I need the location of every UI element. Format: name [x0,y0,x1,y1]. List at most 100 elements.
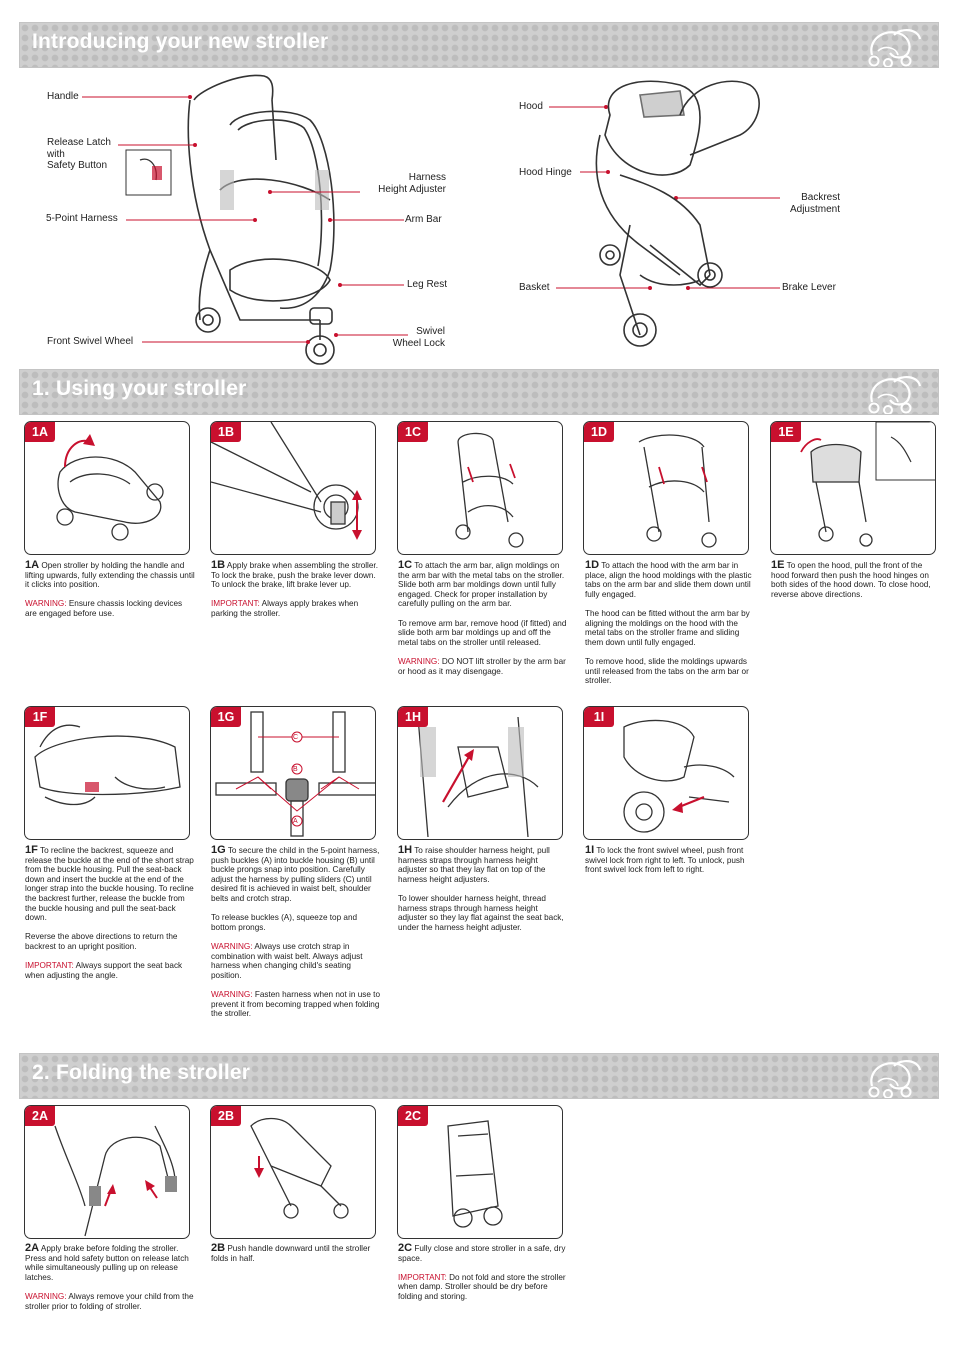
step-2a-text: 2A Apply brake before folding the stroll… [25,1242,194,1311]
hood-open-illustration [800,422,935,547]
step-tag-1d: 1D [584,422,614,442]
step-1f-desc: To recline the backrest, squeeze and rel… [25,846,194,923]
arm-bar-illustration [455,432,524,548]
step-tag-2c: 2C [398,1106,428,1126]
step-1c-desc: To attach the arm bar, align moldings on… [398,561,565,609]
panel-1i: 1I [583,706,749,840]
release-latch-illustration [54,1125,177,1237]
label-hood-hinge: Hood Hinge [519,167,572,178]
step-1h-desc: To raise shoulder harness height, pull h… [398,846,550,884]
label-release-latch: Release Latch with Safety Button [47,137,111,171]
label-hood: Hood [519,101,543,112]
step-2a-warning: Always remove your child from the stroll… [25,1291,194,1311]
folding-title: 2. Folding the stroller [32,1061,251,1084]
step-1d-text: 1D To attach the hood with the arm bar i… [585,560,755,695]
step-1b-desc: Apply brake when assembling the stroller… [211,561,378,590]
panel-1d: 1D [583,421,749,555]
step-1d-alt: The hood can be fitted without the arm b… [585,608,750,647]
using-banner: 1. Using your stroller [19,369,939,415]
step-tag-1c: 1C [398,422,428,442]
step-2a-desc: Apply brake before folding the stroller.… [25,1244,189,1282]
step-1f-reverse: Reverse the above directions to return t… [25,932,178,951]
step-1g-text: 1G To secure the child in the 5-point ha… [211,844,380,1019]
intro-leader-lines [82,95,780,344]
step-1b-text: 1B Apply brake when assembling the strol… [211,559,378,618]
step-2c-important: Do not fold and store the stroller when … [398,1272,566,1301]
step-tag-1h: 1H [398,707,428,727]
step-1a-text: 1A Open stroller by holding the handle a… [25,559,195,618]
label-basket: Basket [519,282,550,293]
step-1a-desc: Open stroller by holding the handle and … [25,561,195,590]
step-2b-desc: Push handle downward until the stroller … [211,1244,371,1263]
step-1f-important: Always support the seat back when adjust… [25,961,183,980]
step-1c-text: 1C To attach the arm bar, align moldings… [398,559,567,676]
callout-b: B [293,766,298,773]
step-tag-1b: 1B [211,422,241,442]
step-1e-text: 1E To open the hood, pull the front of t… [771,559,931,599]
panel-1b: 1B [210,421,376,555]
label-backrest-adjustment: Backrest Adjustment [789,192,840,215]
panel-1c: 1C [397,421,563,555]
step-1g-warning-2: Fasten harness when not in use to preven… [211,989,380,1019]
step-2c-desc: Fully close and store stroller in a safe… [398,1244,566,1263]
step-tag-2b: 2B [211,1106,241,1126]
open-stroller-illustration [56,434,164,541]
label-brake-lever: Brake Lever [782,282,836,293]
panel-2b: 2B [210,1105,376,1239]
intro-title: Introducing your new stroller [32,30,329,53]
intro-banner: Introducing your new stroller [19,22,939,68]
step-1a-warning: Ensure chassis locking devices are engag… [25,599,183,618]
panel-1a: 1A [24,421,190,555]
label-handle: Handle [47,91,79,102]
step-1g-desc: To secure the child in the 5-point harne… [211,846,380,903]
step-tag-2a: 2A [25,1106,55,1126]
step-tag-1f: 1F [25,707,55,727]
step-1i-text: 1I To lock the front swivel wheel, push … [585,844,745,875]
step-tag-1g: 1G [211,707,241,727]
step-1c-remove: To remove arm bar, remove hood (if fitte… [398,618,567,647]
brand-logo-icon [868,1059,922,1098]
brand-logo-icon [868,375,922,414]
label-leg-rest: Leg Rest [407,279,448,290]
hood-attach-illustration [638,434,717,548]
harness-buckle-illustration [215,711,375,837]
using-title: 1. Using your stroller [32,377,247,400]
step-1g-release: To release buckles (A), squeeze top and … [211,913,358,932]
step-1d-remove: To remove hood, slide the moldings upwar… [585,656,749,686]
stroller-front-illustration [187,74,335,365]
step-1c-warning: DO NOT lift stroller by the arm bar or h… [398,656,566,676]
step-2b-text: 2B Push handle downward until the stroll… [211,1242,371,1263]
panel-1h: 1H [397,706,563,840]
fold-push-illustration [250,1117,349,1219]
step-1f-text: 1F To recline the backrest, squeeze and … [25,844,194,980]
label-harness-height: Harness Height Adjuster [378,172,446,195]
swivel-lock-illustration [623,719,735,833]
callout-a: A [293,818,298,825]
step-2c-text: 2C Fully close and store stroller in a s… [398,1242,566,1301]
stroller-side-illustration [595,80,760,347]
step-1i-desc: To lock the front swivel wheel, push fro… [585,846,745,875]
step-1d-desc: To attach the hood with the arm bar in p… [585,561,752,599]
recline-buckle-illustration [34,724,181,806]
callout-c: C [293,734,299,741]
step-tag-1e: 1E [771,422,801,442]
brake-lever-illustration [211,422,362,540]
panel-1e: 1E [770,421,936,555]
step-1h-text: 1H To raise shoulder harness height, pul… [398,845,568,942]
panel-2a: 2A [24,1105,190,1239]
folded-stroller-illustration [447,1120,503,1228]
step-1e-desc: To open the hood, pull the front of the … [771,561,931,599]
label-five-point-harness: 5-Point Harness [46,213,118,224]
step-1g-warning: Always use crotch strap in combination w… [211,941,363,980]
step-1b-important: Always apply brakes when parking the str… [211,599,359,618]
step-1h-lower: To lower shoulder harness height, thread… [398,893,564,932]
panel-2c: 2C [397,1105,563,1239]
step-tag-1i: 1I [584,707,614,727]
label-front-swivel-wheel: Front Swivel Wheel [47,336,134,347]
label-arm-bar: Arm Bar [405,214,442,225]
folding-banner: 2. Folding the stroller [19,1053,939,1099]
panel-1f: 1F [24,706,190,840]
panel-1g: C B A 1G [210,706,376,840]
step-tag-1a: 1A [25,422,55,442]
harness-height-illustration [417,716,539,838]
